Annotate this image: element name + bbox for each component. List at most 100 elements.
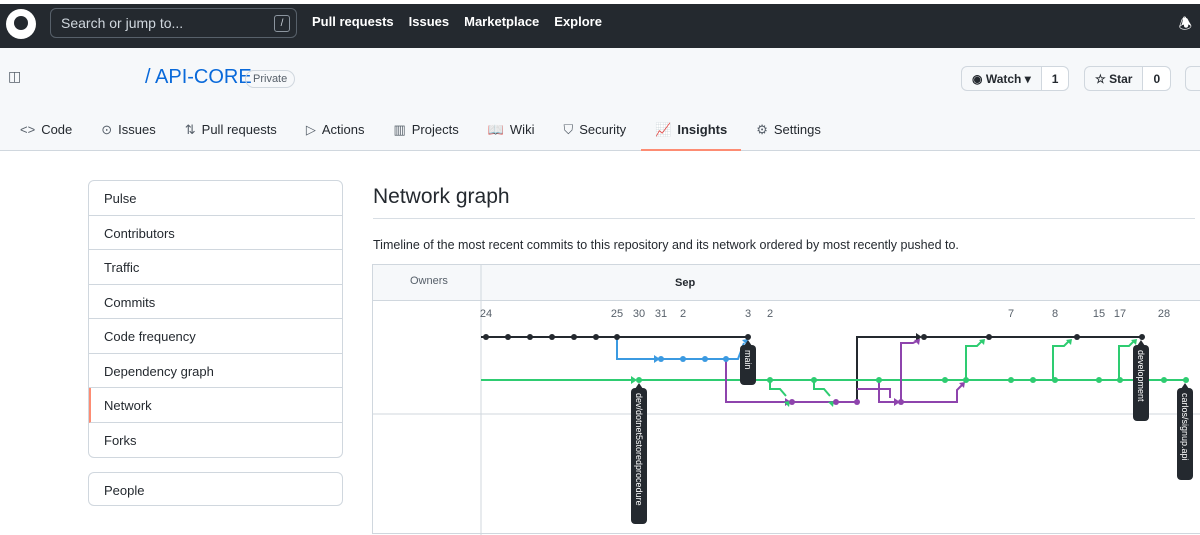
lock-icon: ◫ <box>8 68 22 84</box>
github-logo-icon[interactable] <box>6 9 36 39</box>
commit-dot <box>549 334 555 340</box>
search-input[interactable]: Search or jump to.../ <box>50 8 297 38</box>
commit-dot <box>1008 377 1014 383</box>
sidebar-item-code-frequency[interactable]: Code frequency <box>89 319 342 354</box>
tag-pointer <box>1137 340 1145 346</box>
commit-dot <box>527 334 533 340</box>
tag-pointer <box>635 383 643 389</box>
branch-line <box>878 380 895 403</box>
arrow-icon <box>916 333 922 341</box>
arrow-icon <box>631 376 637 384</box>
commit-dot <box>767 377 773 383</box>
tab-code[interactable]: <>Code <box>20 114 72 151</box>
nav-explore[interactable]: Explore <box>554 14 602 29</box>
date-tick: 7 <box>1008 308 1014 320</box>
sidebar-item-commits[interactable]: Commits <box>89 285 342 319</box>
tab-label: Actions <box>321 122 365 137</box>
commit-dot <box>571 334 577 340</box>
date-tick: 2 <box>767 308 773 320</box>
sidebar-item-people[interactable]: People <box>88 472 343 506</box>
sidebar-item-network[interactable]: Network <box>89 388 342 423</box>
date-tick: 31 <box>655 308 667 320</box>
tab-projects[interactable]: ▥Projects <box>393 114 458 151</box>
commit-dot <box>723 356 729 362</box>
repo-name[interactable]: / API-CORE <box>145 66 252 88</box>
tab-insights[interactable]: 📈Insights <box>641 114 742 151</box>
commit-dot <box>1096 377 1102 383</box>
commit-dot <box>593 334 599 340</box>
book-icon: 📖 <box>487 122 504 137</box>
arrow-icon <box>654 355 660 363</box>
top-navbar: Search or jump to.../ Pull requests Issu… <box>0 0 1200 48</box>
commit-dot <box>1183 377 1189 383</box>
arrow-icon <box>894 398 900 406</box>
branch-tag <box>1177 388 1193 480</box>
issue-icon: ⊙ <box>101 122 113 137</box>
branch-line <box>901 384 963 403</box>
branch-label: dev/dotnet5storedprocedure <box>634 393 644 506</box>
tab-security[interactable]: ⛉Security <box>563 114 626 151</box>
bell-icon[interactable]: 🕭 <box>1178 16 1192 33</box>
date-tick: 3 <box>745 308 751 320</box>
date-tick: 2 <box>680 308 686 320</box>
tab-label: Settings <box>773 122 821 137</box>
tab-label: Issues <box>118 122 156 137</box>
commit-dot <box>921 334 927 340</box>
branch-line <box>813 380 831 397</box>
branch-tag <box>740 345 756 385</box>
branch-line <box>857 388 891 398</box>
sidebar-item-pulse[interactable]: Pulse <box>89 181 342 216</box>
branch-label: development <box>1136 350 1146 402</box>
sidebar-item-forks[interactable]: Forks <box>104 432 137 448</box>
graph-icon: 📈 <box>655 122 672 137</box>
arrow-icon <box>1131 339 1137 345</box>
commit-dot <box>658 356 664 362</box>
play-icon: ▷ <box>305 122 316 137</box>
nav-marketplace[interactable]: Marketplace <box>464 14 540 29</box>
tab-wiki[interactable]: 📖Wiki <box>488 114 535 151</box>
date-tick: 25 <box>611 308 623 320</box>
tab-settings[interactable]: ⚙Settings <box>756 114 821 151</box>
date-tick: 28 <box>1158 308 1170 320</box>
project-icon: ▥ <box>393 122 406 137</box>
sidebar-item-traffic[interactable]: Traffic <box>89 250 342 285</box>
watch-button[interactable]: ◉ Watch ▾1 <box>961 66 1070 91</box>
branch-line <box>661 342 745 360</box>
private-badge: Private <box>245 70 296 88</box>
branch-line <box>769 380 787 397</box>
fork-button[interactable] <box>1185 66 1200 91</box>
tab-pull-requests[interactable]: ⇅Pull requests <box>185 114 277 151</box>
star-count: 0 <box>1142 67 1171 90</box>
branch-line <box>1118 340 1135 380</box>
date-tick: 30 <box>633 308 645 320</box>
tab-label: Code <box>41 122 73 137</box>
branch-tag <box>1133 345 1149 421</box>
tab-issues[interactable]: ⊙ Issues <box>101 114 155 151</box>
commit-dot <box>1161 377 1167 383</box>
sidebar-item-contributors[interactable]: Contributors <box>89 216 342 250</box>
commit-dot <box>986 334 992 340</box>
commit-dot <box>854 399 860 405</box>
nav-pull-requests[interactable]: Pull requests <box>312 14 394 29</box>
branch-line <box>1052 340 1070 380</box>
commit-dot <box>1052 377 1058 383</box>
nav-issues[interactable]: Issues <box>408 14 450 29</box>
branch-line <box>856 336 918 402</box>
branch-line <box>965 340 983 380</box>
sidebar-item-dependency-graph[interactable]: Dependency graph <box>89 354 342 388</box>
tab-actions[interactable]: ▷ Actions <box>306 114 365 151</box>
commit-dot <box>1074 334 1080 340</box>
branch-line <box>725 359 786 403</box>
branch-line <box>616 337 656 360</box>
commit-dot <box>789 399 795 405</box>
commit-dot <box>505 334 511 340</box>
insights-sidebar: Pulse Contributors Traffic Commits Code … <box>88 180 343 458</box>
page-title: Network graph <box>373 185 510 208</box>
commit-dot <box>636 377 642 383</box>
commit-dot <box>1030 377 1036 383</box>
arrow-icon <box>828 401 834 407</box>
